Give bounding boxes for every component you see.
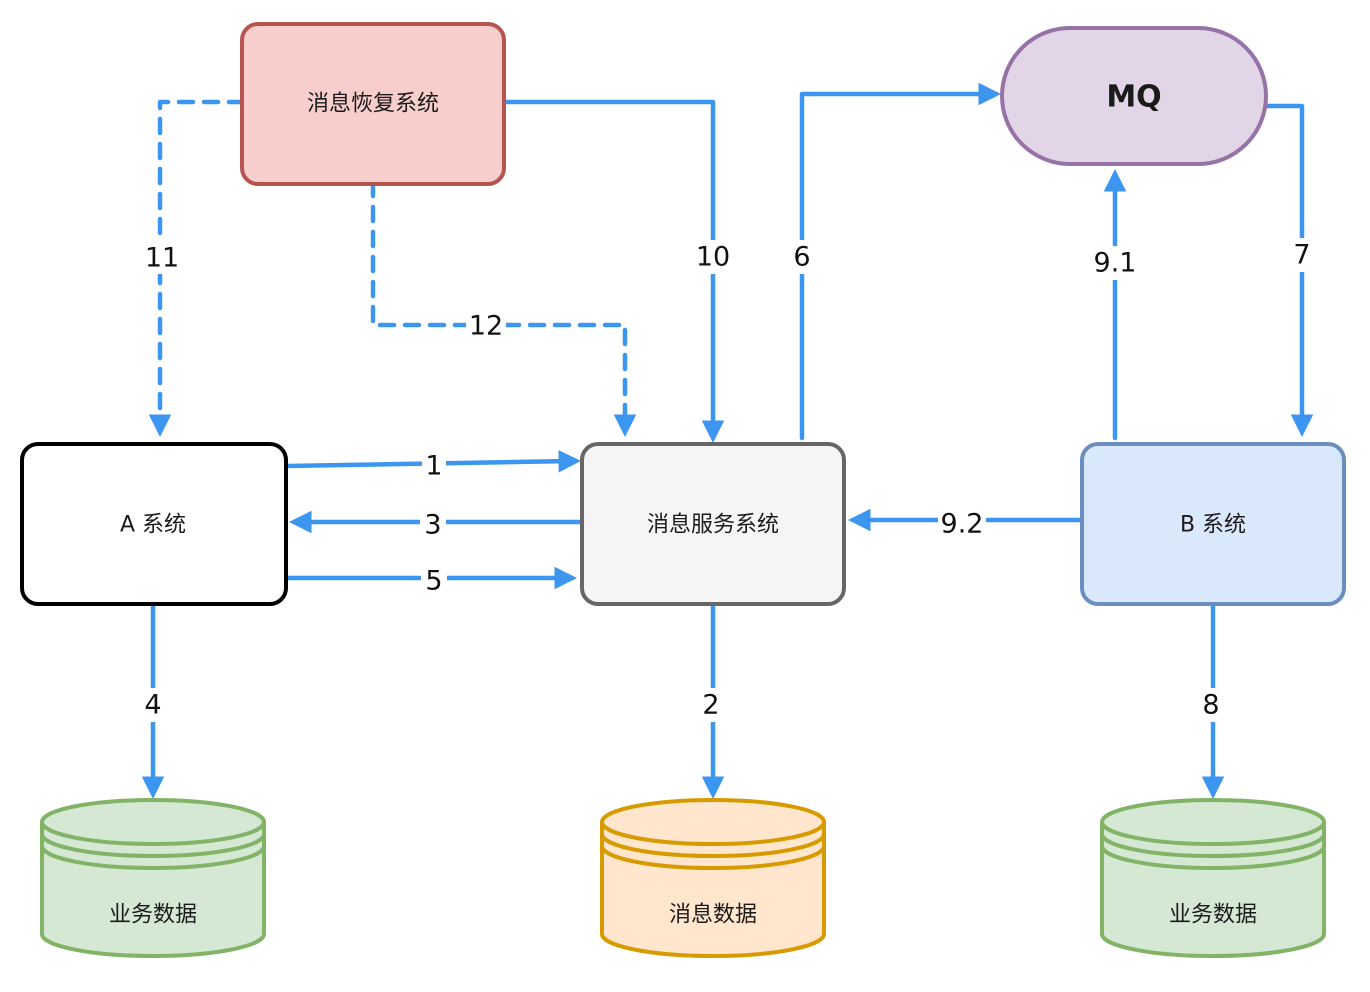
edge-label-11: 11	[145, 243, 179, 274]
db-a-label: 业务数据	[109, 903, 197, 928]
node-b-system[interactable]: B 系统	[1080, 442, 1346, 606]
edge-label-7: 7	[1293, 240, 1310, 271]
edge-7	[1265, 103, 1314, 437]
db-b-ring-1	[1100, 833, 1326, 858]
edge-12	[370, 179, 637, 437]
edge-label-5: 5	[425, 566, 442, 597]
db-msg-body	[600, 822, 826, 958]
db-msg-label: 消息数据	[669, 903, 757, 928]
edge-10	[499, 99, 725, 443]
db-b-ring-2	[1100, 845, 1326, 870]
node-service-box	[580, 442, 846, 606]
node-service-label: 消息服务系统	[647, 513, 779, 538]
node-db-business-a[interactable]: 业务数据	[40, 798, 266, 958]
node-a-system[interactable]: A 系统	[20, 442, 288, 606]
db-b-body	[1100, 822, 1326, 958]
db-a-ring-1	[40, 833, 266, 858]
node-mq[interactable]: MQ	[1000, 26, 1268, 166]
edge-label-4: 4	[144, 690, 161, 721]
edge-label-1: 1	[425, 451, 442, 482]
edge-label-12: 12	[469, 311, 503, 342]
node-a-box	[20, 442, 288, 606]
node-db-message[interactable]: 消息数据	[600, 798, 826, 958]
nodes: 消息恢复系统 MQ A 系统 消息服务系统 B 系统 业务数据	[20, 22, 1346, 958]
db-msg-top	[600, 798, 826, 846]
db-msg-ring-1	[600, 833, 826, 858]
node-b-label: B 系统	[1180, 513, 1246, 538]
node-mq-label: MQ	[1106, 80, 1161, 115]
edge-label-9-1: 9.1	[1094, 248, 1137, 279]
node-b-box	[1080, 442, 1346, 606]
node-mq-pill	[1000, 26, 1268, 166]
edge-label-6: 6	[793, 242, 810, 273]
db-a-body	[40, 822, 266, 958]
node-db-business-b[interactable]: 业务数据	[1100, 798, 1326, 958]
edge-label-3: 3	[424, 510, 441, 541]
edge-label-9-2: 9.2	[941, 509, 984, 540]
edge-label-2: 2	[702, 690, 719, 721]
node-recovery-label: 消息恢复系统	[307, 92, 439, 117]
edge-11	[148, 99, 246, 437]
db-b-top	[1100, 798, 1326, 846]
db-msg-ring-2	[600, 845, 826, 870]
node-message-service[interactable]: 消息服务系统	[580, 442, 846, 606]
edge-label-8: 8	[1202, 690, 1219, 721]
node-recovery-system[interactable]: 消息恢复系统	[240, 22, 506, 186]
db-a-top	[40, 798, 266, 846]
edge-labels: 11 12 10 6 7 9.1 9.2 1 3 5 4 2 8	[140, 238, 1316, 722]
edge-label-10: 10	[696, 242, 730, 273]
node-recovery-box	[240, 22, 506, 186]
edge-6	[799, 82, 1001, 441]
db-b-label: 业务数据	[1169, 903, 1257, 928]
db-a-ring-2	[40, 845, 266, 870]
node-a-label: A 系统	[120, 513, 186, 538]
